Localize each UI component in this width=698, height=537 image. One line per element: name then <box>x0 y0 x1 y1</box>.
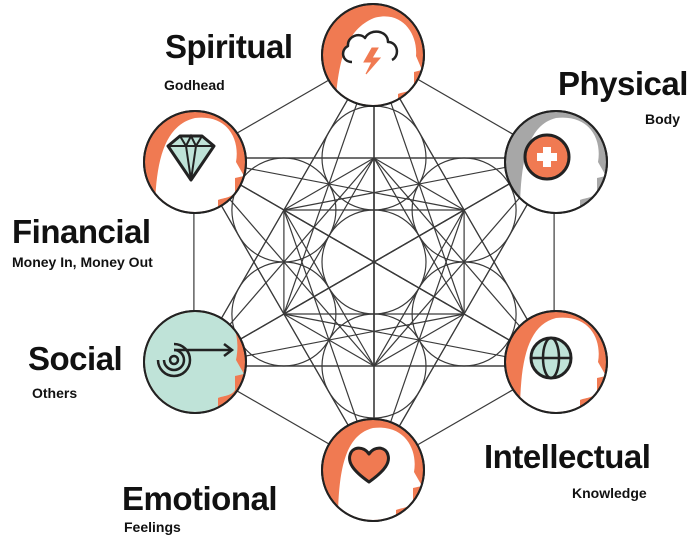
emotional-node <box>321 418 425 522</box>
node-title-social: Social <box>28 340 123 377</box>
heart-icon <box>348 446 390 484</box>
spiritual-node <box>321 3 425 107</box>
financial-node <box>143 110 247 214</box>
network-circle <box>231 157 337 263</box>
node-subtitle-spiritual: Godhead <box>164 77 225 93</box>
social-node <box>143 310 247 414</box>
network-line <box>193 157 555 367</box>
medical-cross-icon <box>523 133 571 181</box>
cloud-lightning-icon <box>341 30 399 75</box>
node-subtitle-social: Others <box>32 385 78 401</box>
node-subtitle-emotional: Feelings <box>124 519 181 535</box>
node-title-physical: Physical <box>558 65 688 102</box>
globe-icon <box>529 336 573 380</box>
spiral-arrow-icon <box>156 342 235 378</box>
node-title-emotional: Emotional <box>122 480 278 517</box>
node-subtitle-physical: Body <box>645 111 680 127</box>
physical-node <box>504 110 608 214</box>
intellectual-node <box>504 310 608 414</box>
node-title-spiritual: Spiritual <box>165 28 293 65</box>
node-title-financial: Financial <box>12 213 151 250</box>
diamond-icon <box>166 133 216 182</box>
node-title-intellectual: Intellectual <box>484 438 651 475</box>
network-circle <box>321 313 427 419</box>
network-circle <box>411 261 517 367</box>
node-subtitle-intellectual: Knowledge <box>572 485 647 501</box>
node-subtitle-financial: Money In, Money Out <box>12 254 153 270</box>
network-line <box>193 157 375 471</box>
